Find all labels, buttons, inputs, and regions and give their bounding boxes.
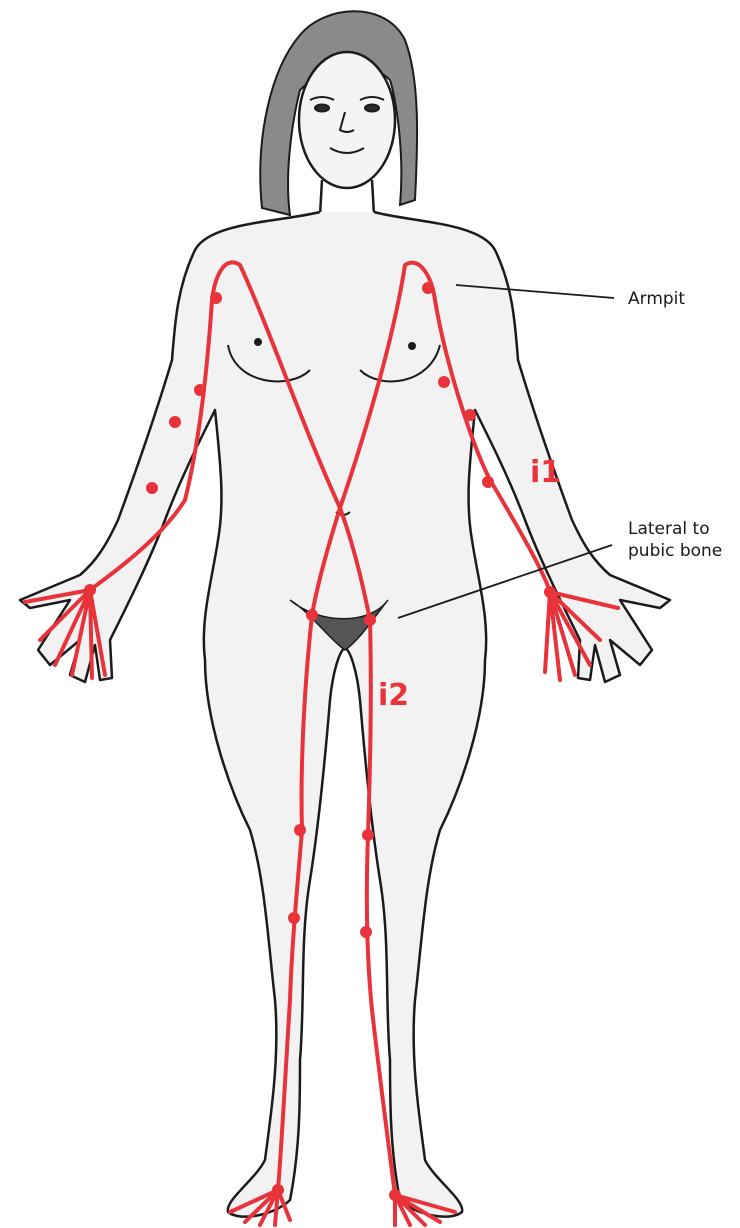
body-outline bbox=[20, 212, 670, 1217]
point bbox=[438, 376, 450, 388]
point bbox=[169, 416, 181, 428]
point bbox=[389, 1189, 401, 1201]
point bbox=[84, 584, 96, 596]
meridian-label-i2: i2 bbox=[378, 678, 409, 713]
point bbox=[210, 292, 222, 304]
point bbox=[194, 384, 206, 396]
point bbox=[272, 1184, 284, 1196]
callout-pubic-bone: Lateral to pubic bone bbox=[628, 518, 722, 562]
point bbox=[360, 926, 372, 938]
meridian-label-i1: i1 bbox=[530, 455, 561, 490]
point bbox=[482, 476, 494, 488]
point bbox=[146, 482, 158, 494]
callout-armpit: Armpit bbox=[628, 288, 685, 310]
point bbox=[288, 912, 300, 924]
point bbox=[306, 609, 318, 621]
point bbox=[422, 282, 434, 294]
point bbox=[294, 824, 306, 836]
point bbox=[362, 829, 374, 841]
head bbox=[299, 52, 395, 188]
point bbox=[364, 614, 376, 626]
point bbox=[464, 409, 476, 421]
point bbox=[544, 586, 556, 598]
